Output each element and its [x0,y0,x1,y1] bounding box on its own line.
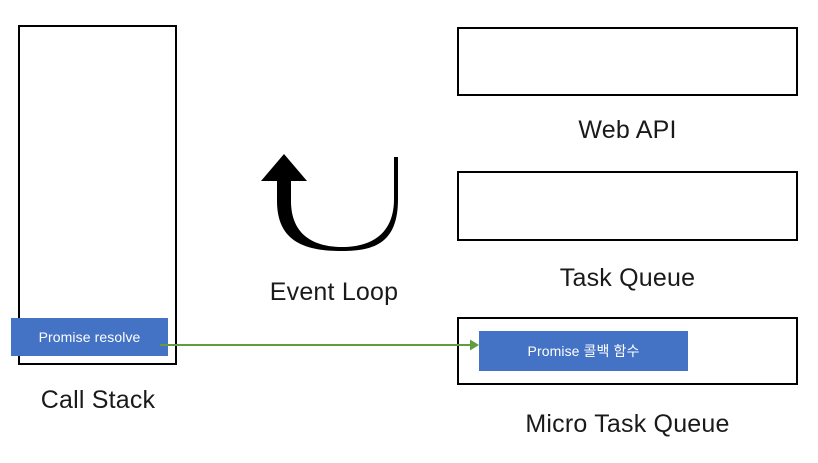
micro-task-queue-item-label: Promise 콜백 함수 [527,343,640,359]
task-queue-label: Task Queue [559,264,696,292]
call-stack-frame-promise-resolve[interactable]: Promise resolve [11,318,168,356]
call-stack-frame-label: Promise resolve [38,329,141,345]
task-queue-box[interactable] [457,171,798,241]
micro-task-queue-item-promise-callback[interactable]: Promise 콜백 함수 [479,331,688,371]
micro-task-queue-label: Micro Task Queue [525,410,730,438]
call-stack-box[interactable] [18,25,177,365]
event-loop-icon [261,154,398,251]
call-stack-to-micro-task-queue-arrow [160,339,479,351]
web-api-box[interactable] [457,27,798,96]
web-api-label: Web API [578,116,677,144]
call-stack-label: Call Stack [40,386,156,414]
event-loop-label: Event Loop [269,278,399,306]
